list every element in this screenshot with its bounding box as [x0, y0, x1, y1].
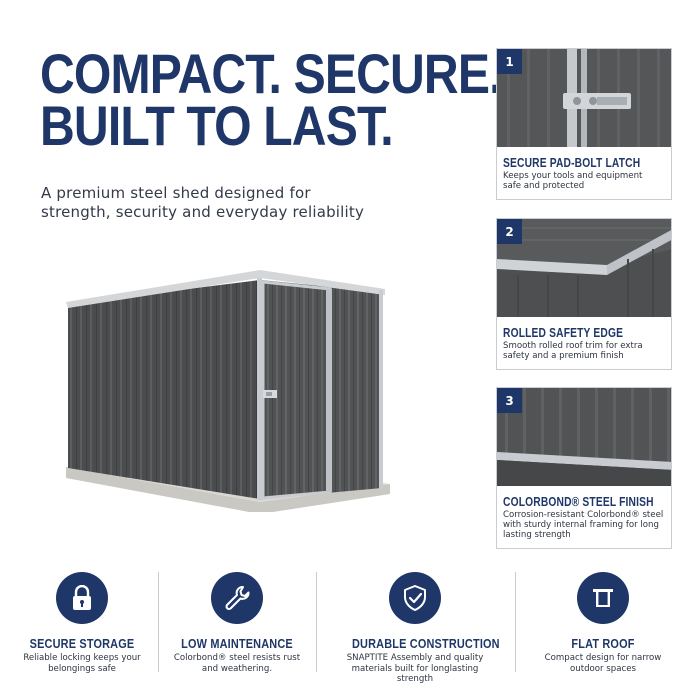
feature-low-maintenance: LOW MAINTENANCE Colorbond® steel resists…	[162, 572, 312, 674]
headline-line-1: COMPACT. SECURE.	[40, 42, 502, 105]
card-number-badge: 2	[497, 219, 522, 244]
card-title: SECURE PAD-BOLT LATCH	[503, 156, 641, 170]
feature-secure-storage: SECURE STORAGE Reliable locking keeps yo…	[7, 572, 157, 674]
steel-finish-closeup-image: 3	[497, 388, 671, 486]
card-description-line: safe and protected	[503, 181, 585, 191]
headline-line-2: BUILT TO LAST.	[40, 94, 394, 157]
feature-description-line: Reliable locking keeps your	[23, 653, 141, 663]
latch-closeup-image: 1	[497, 49, 671, 147]
card-description-line: Corrosion-resistant Colorbond® steel	[503, 510, 664, 520]
card-number-badge: 1	[497, 49, 522, 74]
feature-description: Compact design for narrow outdoor spaces	[528, 653, 678, 674]
card-number-badge: 3	[497, 388, 522, 413]
feature-description-line: belongings safe	[48, 663, 116, 674]
card-description-line: Keeps your tools and equipment	[503, 171, 643, 181]
divider	[158, 572, 159, 672]
feature-description-line: materials built for longlasting strength	[351, 663, 479, 685]
feature-description-line: SNAPTITE Assembly and quality	[346, 653, 484, 663]
wrench-icon	[211, 572, 263, 624]
feature-durable-construction: DURABLE CONSTRUCTION SNAPTITE Assembly a…	[340, 572, 500, 685]
padlock-icon	[56, 572, 108, 624]
feature-title: LOW MAINTENANCE	[181, 636, 293, 651]
card-description-line: safety and a premium finish	[503, 351, 624, 361]
feature-description-line: outdoor spaces	[570, 663, 636, 674]
feature-title: DURABLE CONSTRUCTION	[352, 636, 500, 651]
feature-card-latch: 1 SECURE PAD-BOLT LATCH Keeps your tools…	[496, 48, 672, 200]
card-description-line: with sturdy internal framing for long	[503, 520, 659, 530]
feature-description-line: Colorbond® steel resists rust	[173, 653, 301, 663]
feature-description-line: and weathering.	[201, 663, 273, 674]
feature-description-line: Compact design for narrow	[544, 653, 662, 663]
headline: COMPACT. SECURE. BUILT TO LAST.	[40, 42, 502, 157]
feature-flat-roof: FLAT ROOF Compact design for narrow outd…	[528, 572, 678, 674]
subheading-line-2: strength, security and everyday reliabil…	[41, 203, 365, 221]
feature-card-rolled-edge: 2 ROLLED SAFETY EDGE Smooth rolled roof …	[496, 218, 672, 370]
flat-roof-icon	[577, 572, 629, 624]
divider	[316, 572, 317, 672]
card-description-line: lasting strength	[503, 530, 571, 540]
feature-description: Reliable locking keeps your belongings s…	[7, 653, 157, 674]
card-description: Smooth rolled roof trim for extra safety…	[503, 341, 665, 361]
shield-check-icon	[389, 572, 441, 624]
subheading-line-1: A premium steel shed designed for	[41, 184, 311, 202]
feature-description: SNAPTITE Assembly and quality materials …	[340, 653, 490, 685]
feature-card-steel-finish: 3 COLORBOND® STEEL FINISH Corrosion-resi…	[496, 387, 672, 549]
shed-image	[60, 262, 395, 514]
card-description: Keeps your tools and equipment safe and …	[503, 171, 665, 191]
rolled-edge-closeup-image: 2	[497, 219, 671, 317]
feature-title: FLAT ROOF	[571, 636, 635, 651]
card-title: COLORBOND® STEEL FINISH	[503, 495, 654, 509]
card-description: Corrosion-resistant Colorbond® steel wit…	[503, 510, 665, 540]
feature-title: SECURE STORAGE	[29, 636, 135, 651]
card-description-line: Smooth rolled roof trim for extra	[503, 341, 643, 351]
divider	[515, 572, 516, 672]
card-title: ROLLED SAFETY EDGE	[503, 326, 624, 340]
feature-description: Colorbond® steel resists rust and weathe…	[162, 653, 312, 674]
subheading: A premium steel shed designed for streng…	[41, 184, 401, 222]
